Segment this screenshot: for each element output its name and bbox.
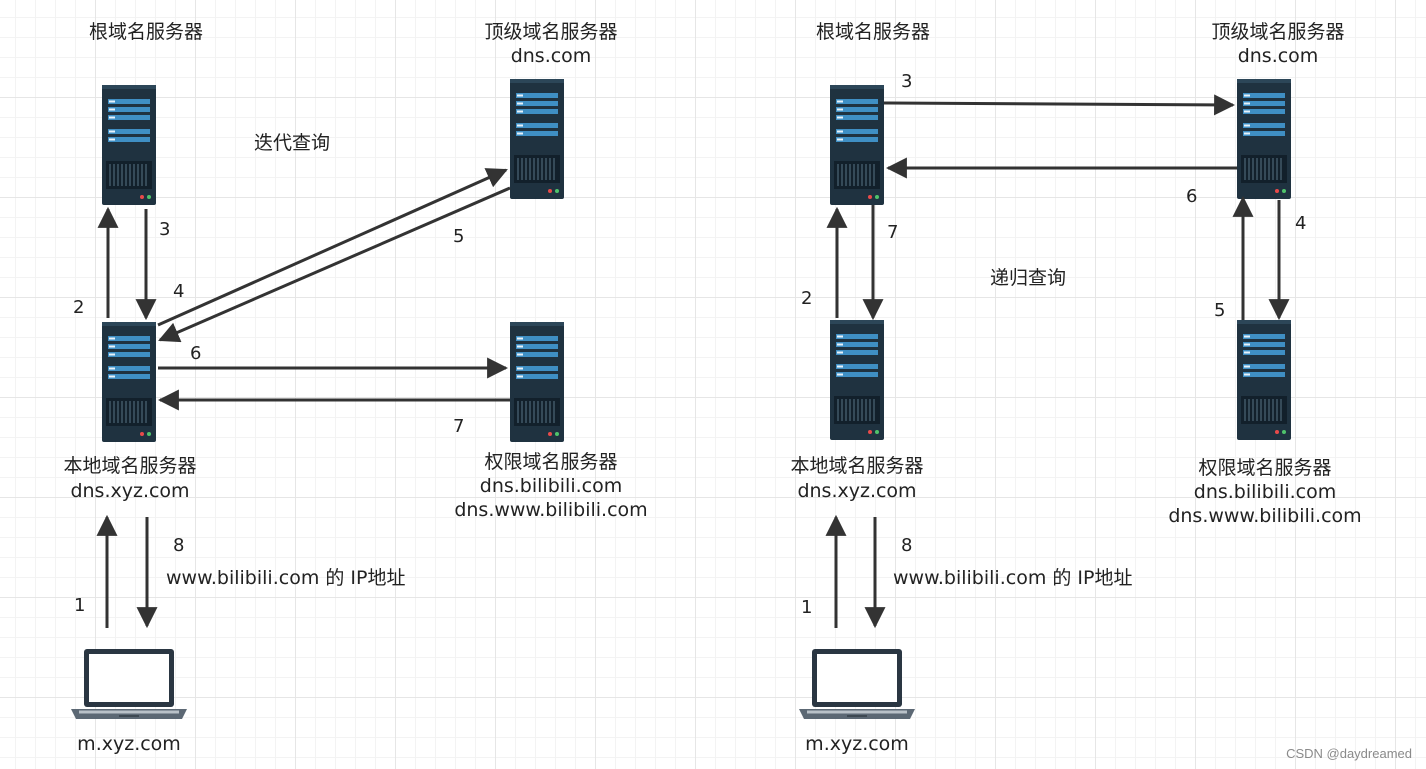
left-auth-server-icon bbox=[510, 322, 564, 442]
right-step-7: 7 bbox=[887, 222, 899, 243]
right-step-6: 6 bbox=[1186, 186, 1198, 207]
left-local-domain: dns.xyz.com bbox=[70, 480, 190, 502]
left-arrow-step-4 bbox=[157, 168, 508, 327]
right-client-name: m.xyz.com bbox=[805, 733, 909, 755]
right-step-2: 2 bbox=[801, 288, 813, 309]
right-step-8: 8 bbox=[901, 535, 913, 556]
right-auth-server-icon bbox=[1237, 320, 1291, 440]
left-client-name: m.xyz.com bbox=[77, 733, 181, 755]
left-step-6: 6 bbox=[190, 343, 202, 364]
left-step-8: 8 bbox=[173, 535, 185, 556]
left-root-server-icon bbox=[102, 85, 156, 205]
right-client-laptop-icon bbox=[799, 649, 915, 719]
left-client-laptop-icon bbox=[71, 649, 187, 719]
left-auth-domain-2: dns.www.bilibili.com bbox=[454, 499, 648, 521]
right-tld-name: 顶级域名服务器 bbox=[1211, 21, 1345, 43]
left-answer-label: www.bilibili.com 的 IP地址 bbox=[166, 567, 406, 589]
right-auth-name: 权限域名服务器 bbox=[1198, 457, 1332, 479]
right-step-4: 4 bbox=[1295, 213, 1307, 234]
right-mode-label: 递归查询 bbox=[990, 267, 1067, 289]
right-step-5: 5 bbox=[1214, 300, 1226, 321]
right-root-server-icon bbox=[830, 85, 884, 205]
right-auth-domain-1: dns.bilibili.com bbox=[1193, 481, 1337, 503]
left-tld-domain: dns.com bbox=[510, 45, 592, 67]
right-arrow-step-3 bbox=[883, 94, 1236, 116]
left-auth-name: 权限域名服务器 bbox=[484, 451, 618, 473]
right-local-server-icon bbox=[830, 320, 884, 440]
left-local-name: 本地域名服务器 bbox=[63, 455, 197, 477]
watermark: CSDN @daydreamed bbox=[1286, 746, 1412, 761]
left-step-2: 2 bbox=[73, 297, 85, 318]
left-step-1: 1 bbox=[74, 595, 86, 616]
right-auth-domain-2: dns.www.bilibili.com bbox=[1168, 505, 1362, 527]
left-step-7: 7 bbox=[453, 416, 465, 437]
left-arrow-step-5 bbox=[158, 186, 511, 343]
right-tld-server-icon bbox=[1237, 79, 1291, 199]
right-step-1: 1 bbox=[801, 597, 813, 618]
left-auth-domain-1: dns.bilibili.com bbox=[479, 475, 623, 497]
right-diagram bbox=[799, 79, 1291, 719]
left-step-4: 4 bbox=[173, 281, 185, 302]
left-step-3: 3 bbox=[159, 219, 171, 240]
right-local-name: 本地域名服务器 bbox=[790, 455, 924, 477]
right-step-3: 3 bbox=[901, 71, 913, 92]
left-step-5: 5 bbox=[453, 226, 465, 247]
right-local-domain: dns.xyz.com bbox=[797, 480, 917, 502]
left-tld-name: 顶级域名服务器 bbox=[484, 21, 618, 43]
left-mode-label: 迭代查询 bbox=[254, 132, 331, 154]
right-tld-domain: dns.com bbox=[1237, 45, 1319, 67]
right-answer-label: www.bilibili.com 的 IP地址 bbox=[893, 567, 1133, 589]
left-diagram bbox=[71, 79, 564, 719]
left-tld-server-icon bbox=[510, 79, 564, 199]
right-root-name: 根域名服务器 bbox=[815, 21, 931, 43]
left-local-server-icon bbox=[102, 322, 156, 442]
left-root-name: 根域名服务器 bbox=[88, 21, 204, 43]
